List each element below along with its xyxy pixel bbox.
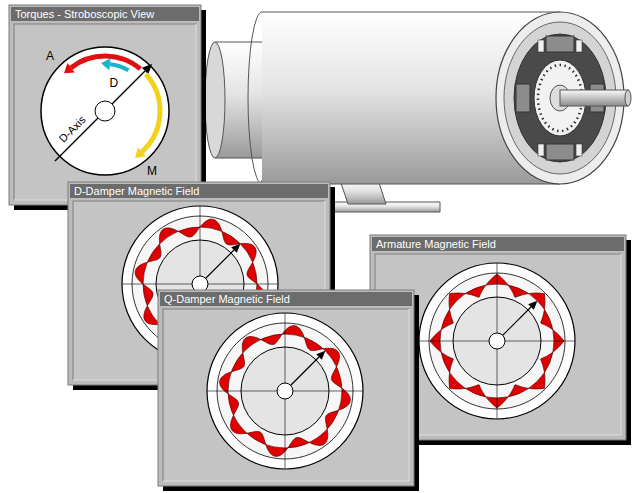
panel-title: Armature Magnetic Field <box>370 235 502 251</box>
panel-shadow <box>163 295 419 491</box>
panel-content <box>14 24 196 200</box>
torque-dial <box>41 47 169 175</box>
panel-shadow <box>14 10 206 210</box>
axis-arrowhead <box>528 301 537 310</box>
torque-arrow-m-head <box>135 147 146 157</box>
axis-arrowhead <box>231 244 240 253</box>
axis-label: D-Axis <box>56 113 89 146</box>
panel-frame <box>9 5 206 210</box>
body-edge <box>262 12 560 13</box>
shaft-end <box>625 90 631 106</box>
window-panel: D-Damper Magnetic Field <box>68 182 330 385</box>
panel-frame <box>158 290 414 486</box>
torque-arrow-m <box>142 74 160 152</box>
torque-arrow-d <box>110 64 129 70</box>
stator-disc <box>207 313 363 469</box>
field-dial <box>207 313 363 469</box>
panel-title: D-Damper Magnetic Field <box>68 182 205 198</box>
stator-pole <box>546 144 574 160</box>
panel-title: Q-Damper Magnetic Field <box>158 290 296 306</box>
rotor-hub <box>277 383 293 399</box>
field-dial <box>419 263 575 419</box>
stator-pole <box>516 84 530 112</box>
body-rim <box>248 12 262 184</box>
d-axis-arrowhead <box>142 64 152 74</box>
panel-title: Torques - Stroboscopic View <box>9 5 160 21</box>
panel-bevel <box>163 309 409 481</box>
torque-label: M <box>147 164 157 178</box>
window-panel: Torques - Stroboscopic ViewA D M D-Axis <box>9 5 201 205</box>
dial-disc <box>41 47 169 175</box>
panel-bevel <box>14 24 196 200</box>
torque-arrow-a-head <box>64 63 75 73</box>
window-panel: Armature Magnetic Field <box>370 235 626 440</box>
window-panel: Q-Damper Magnetic Field <box>158 290 414 486</box>
pole-coil <box>538 144 544 156</box>
panel-frame <box>9 5 201 205</box>
stator-disc <box>419 263 575 419</box>
axis-arrowhead <box>316 351 325 360</box>
end-cap-edge <box>215 42 267 43</box>
torque-arrow-d-head <box>101 58 111 70</box>
panel-content <box>163 309 409 481</box>
end-cap-face <box>205 42 225 158</box>
torque-label: D <box>110 76 119 90</box>
panel-frame <box>158 290 419 491</box>
rotor-hub <box>489 333 505 349</box>
end-cap-edge <box>215 158 267 159</box>
pole-coil <box>576 144 582 156</box>
shaft <box>560 90 628 106</box>
pole-coil <box>576 40 582 52</box>
dial-hub <box>95 101 115 121</box>
pole-coil <box>538 40 544 52</box>
stator-pole <box>546 36 574 52</box>
d-axis-line <box>55 71 145 161</box>
torque-label: A <box>46 49 54 63</box>
